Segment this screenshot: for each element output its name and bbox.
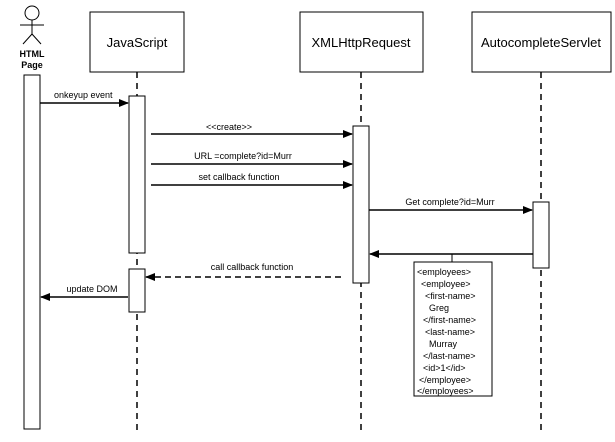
note-line: </employee> [419, 375, 471, 385]
message-label: update DOM [66, 284, 117, 294]
xml-response-note: <employees> <employee> <first-name> Greg… [413, 254, 493, 397]
note-line: Greg [429, 303, 449, 313]
message-label: set callback function [198, 172, 279, 182]
activation-bar-autocompleteservlet [532, 201, 550, 269]
message-onkeyup-event: onkeyup event [40, 90, 129, 107]
actor-name-line2: Page [21, 60, 43, 70]
participant-autocompleteservlet: AutocompleteServlet [471, 11, 612, 73]
note-line: <id>1</id> [423, 363, 466, 373]
note-line: <first-name> [425, 291, 476, 301]
activation-bar-html-page [23, 74, 41, 430]
participant-label: XMLHttpRequest [312, 35, 411, 50]
participant-javascript: JavaScript [89, 11, 185, 73]
participant-xmlhttprequest: XMLHttpRequest [299, 11, 424, 73]
actor-stick-figure-icon [20, 5, 44, 45]
note-line: </employees> [417, 386, 474, 396]
message-get-complete: Get complete?id=Murr [369, 197, 533, 214]
message-label: URL =complete?id=Murr [194, 151, 292, 161]
message-url: URL =complete?id=Murr [151, 151, 353, 168]
message-update-dom: update DOM [40, 284, 128, 301]
note-line: </first-name> [423, 315, 476, 325]
note-box [413, 261, 493, 397]
message-label: call callback function [211, 262, 294, 272]
message-label: <<create>> [206, 122, 252, 132]
participant-label: AutocompleteServlet [481, 35, 601, 50]
actor-name-line1: HTML [20, 49, 45, 59]
participant-box [89, 11, 185, 73]
note-line: <employee> [421, 279, 471, 289]
message-create: <<create>> [151, 122, 353, 138]
message-call-callback-function: call callback function [145, 262, 341, 281]
note-line: <employees> [417, 267, 471, 277]
note-line: <last-name> [425, 327, 475, 337]
activation-bar-xmlhttprequest [352, 125, 370, 284]
message-label: onkeyup event [54, 90, 113, 100]
participant-box [299, 11, 424, 73]
participant-box [471, 11, 612, 73]
activation-bar-javascript-1 [128, 95, 146, 254]
note-line: Murray [429, 339, 458, 349]
note-line: </last-name> [423, 351, 476, 361]
actor-html-page: HTML Page [20, 5, 45, 70]
message-set-callback-function: set callback function [151, 172, 353, 189]
participant-label: JavaScript [107, 35, 168, 50]
activation-bar-javascript-2 [128, 268, 146, 313]
message-label: Get complete?id=Murr [405, 197, 494, 207]
